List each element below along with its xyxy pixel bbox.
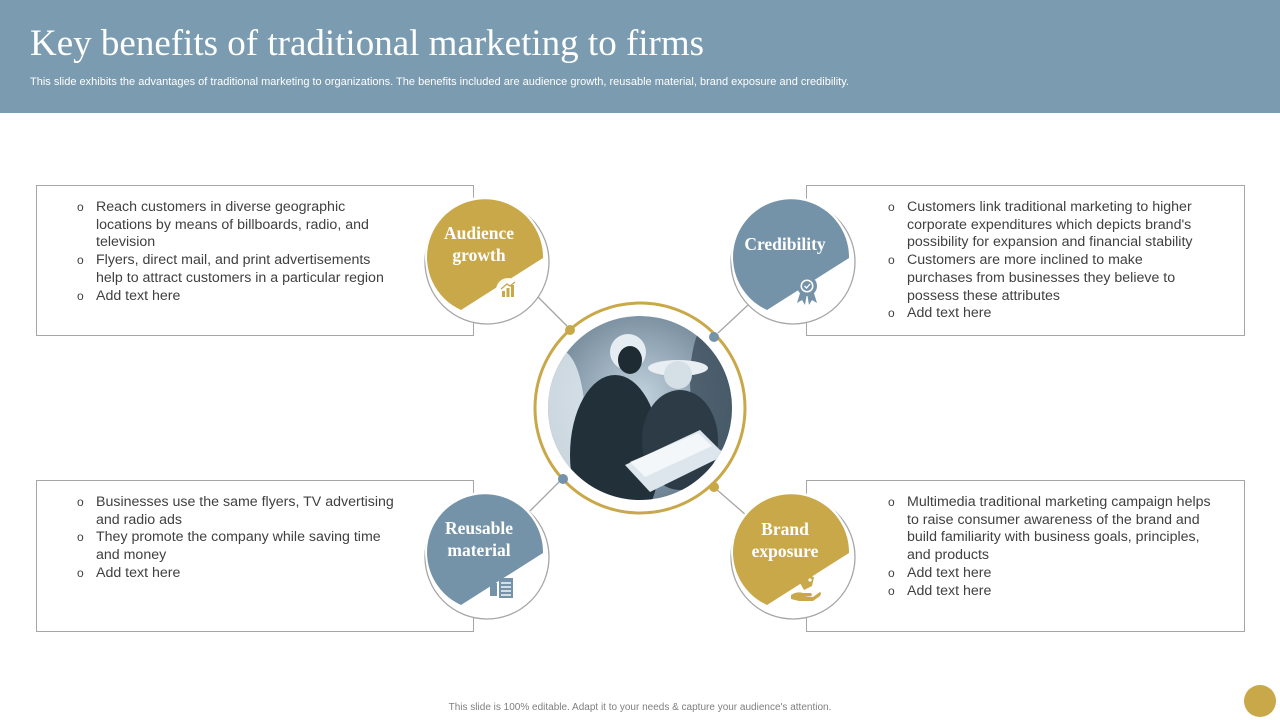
reusable-material-badge: Reusable material	[419, 489, 555, 625]
footer-note: This slide is 100% editable. Adapt it to…	[448, 702, 832, 713]
bar-chart-growth-icon	[496, 278, 520, 302]
list-item: Businesses use the same flyers, TV adver…	[76, 494, 396, 529]
hand-tag-icon	[791, 575, 821, 601]
brand-exposure-list: Multimedia traditional marketing campaig…	[887, 494, 1217, 600]
award-ribbon-icon	[797, 276, 817, 305]
page-title: Key benefits of traditional marketing to…	[30, 23, 705, 64]
reusable-material-box: Businesses use the same flyers, TV adver…	[36, 480, 474, 632]
connector-dot-tl	[565, 325, 575, 335]
list-item: They promote the company while saving ti…	[76, 529, 396, 564]
connector-line-tl	[535, 294, 568, 327]
credibility-list: Customers link traditional marketing to …	[887, 199, 1207, 323]
badge-label: Reusable material	[444, 518, 514, 560]
connector-dot-br	[709, 482, 719, 492]
list-item: Reach customers in diverse geographic lo…	[76, 199, 396, 252]
connector-line-tr	[717, 304, 749, 334]
connector-line-br	[715, 488, 747, 516]
corner-decoration-dot	[1244, 685, 1276, 717]
page-subtitle: This slide exhibits the advantages of tr…	[30, 76, 849, 88]
connector-dot-tr	[709, 332, 719, 342]
credibility-box: Customers link traditional marketing to …	[806, 185, 1245, 336]
list-item: Add text here	[887, 305, 1207, 323]
brand-exposure-box: Multimedia traditional marketing campaig…	[806, 480, 1245, 632]
list-item: Add text here	[887, 565, 1217, 583]
list-item: Add text here	[76, 565, 396, 583]
list-item: Customers are more inclined to make purc…	[887, 252, 1207, 305]
list-item: Customers link traditional marketing to …	[887, 199, 1207, 252]
list-item: Flyers, direct mail, and print advertise…	[76, 252, 396, 287]
audience-growth-list: Reach customers in diverse geographic lo…	[76, 199, 396, 305]
reusable-material-list: Businesses use the same flyers, TV adver…	[76, 494, 396, 583]
stacked-documents-icon	[490, 578, 513, 598]
list-item: Add text here	[887, 583, 1217, 601]
badge-label: Brand exposure	[751, 519, 819, 561]
connector-dot-bl	[558, 474, 568, 484]
header-banner: Key benefits of traditional marketing to…	[0, 0, 1280, 113]
credibility-badge: Credibility	[725, 194, 861, 330]
audience-growth-box: Reach customers in diverse geographic lo…	[36, 185, 474, 336]
brand-exposure-badge: Brand exposure	[725, 489, 861, 625]
list-item: Multimedia traditional marketing campaig…	[887, 494, 1217, 565]
connector-line-bl	[529, 480, 561, 512]
team-photo	[548, 316, 732, 500]
list-item: Add text here	[76, 288, 396, 306]
audience-growth-badge: Audience growth	[419, 194, 555, 330]
badge-label: Credibility	[744, 234, 826, 254]
badge-label: Audience growth	[444, 223, 514, 265]
